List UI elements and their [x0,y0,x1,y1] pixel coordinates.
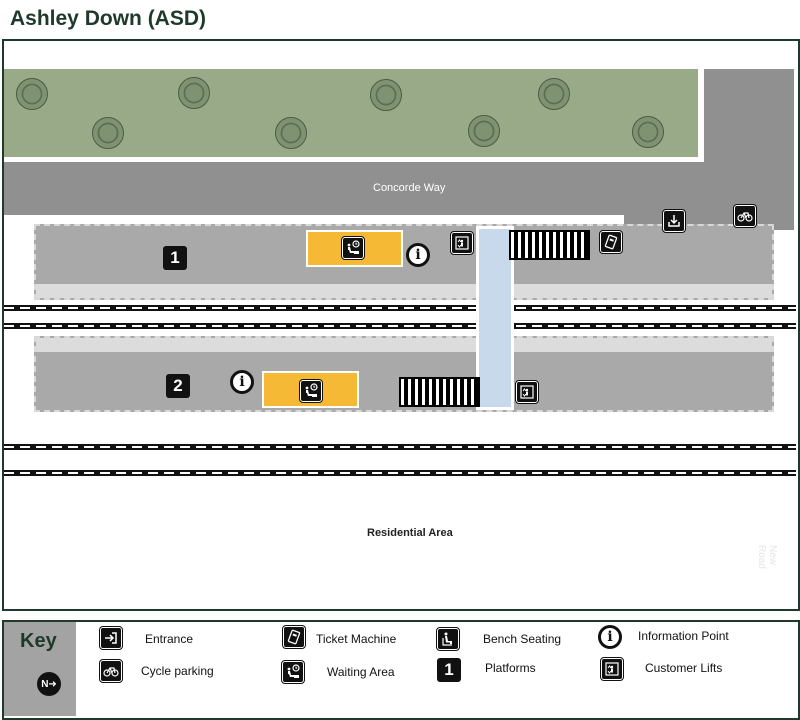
footpath-crossing [399,377,480,407]
key-header [4,622,76,716]
key-label-information-point: Information Point [638,629,729,643]
footbridge [476,226,514,410]
key-label-platforms: Platforms [485,661,536,675]
road-area [4,162,794,215]
key-panel [2,620,800,720]
lift-icon [450,231,474,255]
platform-number-1: 1 [163,246,187,270]
railway-track [4,444,796,450]
bench-seating-icon [436,627,460,651]
entrance-icon [662,209,686,233]
north-arrow-icon: N➜ [37,672,61,696]
key-label-waiting-area: Waiting Area [327,665,395,679]
ticket-machine-icon [599,230,623,254]
footpath-crossing [509,230,590,260]
platform-1-edge [36,284,772,298]
information-icon: i [598,625,622,649]
new-road-label: New Road [756,545,778,569]
tree-icon [275,117,307,149]
road-label: Concorde Way [373,182,446,194]
tree-icon [538,78,570,110]
bicycle-icon [733,204,757,228]
tree-icon [632,116,664,148]
bicycle-icon [99,659,123,683]
railway-track [4,305,796,311]
key-label-ticket-machine: Ticket Machine [316,632,397,646]
key-label-cycle-parking: Cycle parking [141,664,214,678]
platform-number-2: 2 [166,374,190,398]
road-area-east [704,69,794,215]
tree-icon [468,115,500,147]
entrance-icon [99,626,123,650]
residential-area-label: Residential Area [367,527,453,539]
platform-2-edge [36,338,772,352]
tree-icon [16,78,48,110]
tree-icon [370,79,402,111]
railway-track [4,470,796,476]
tree-icon [178,77,210,109]
ticket-machine-icon [282,625,306,649]
key-label-customer-lifts: Customer Lifts [645,661,723,675]
key-label-bench-seating: Bench Seating [483,632,562,646]
information-icon: i [230,370,254,394]
lift-icon [600,657,624,681]
station-title: Ashley Down (ASD) [10,7,207,30]
railway-track [4,323,796,329]
map-frame [2,39,800,611]
key-title: Key [20,630,57,652]
waiting-area-icon [299,379,323,403]
platform-number-icon: 1 [437,658,461,682]
waiting-area-icon [341,236,365,260]
key-label-entrance: Entrance [145,632,194,646]
tree-icon [92,117,124,149]
information-icon: i [406,243,430,267]
waiting-area-icon [281,660,305,684]
lift-icon [515,380,539,404]
